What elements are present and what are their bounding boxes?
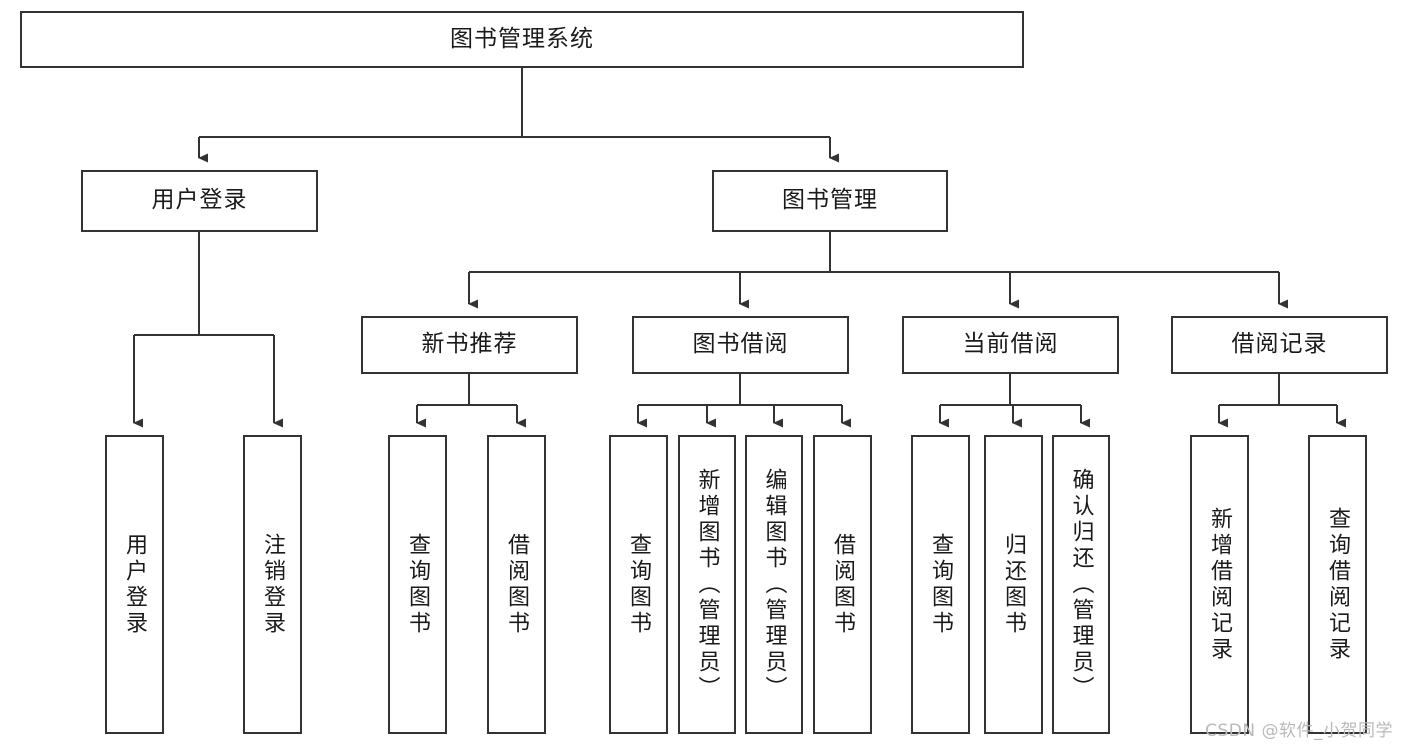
node-label: 新增借阅记录 — [1207, 506, 1233, 663]
node-new-book-recommend[interactable]: 新书推荐 — [361, 316, 578, 374]
node-label: 图书管理 — [782, 187, 878, 214]
node-label: 用户登录 — [122, 532, 148, 637]
leaf-borrow-book-2[interactable]: 借阅图书 — [813, 435, 872, 734]
node-label: 归还图书 — [1001, 532, 1027, 637]
leaf-add-borrow-record[interactable]: 新增借阅记录 — [1190, 435, 1249, 734]
node-current-borrow[interactable]: 当前借阅 — [902, 316, 1119, 374]
leaf-borrow-book-1[interactable]: 借阅图书 — [487, 435, 546, 734]
node-label: 用户登录 — [151, 187, 248, 214]
node-label: 注销登录 — [260, 532, 286, 637]
node-label: 新增图书（管理员） — [694, 467, 720, 702]
node-book-manage[interactable]: 图书管理 — [712, 170, 948, 232]
leaf-query-book-2[interactable]: 查询图书 — [609, 435, 668, 734]
node-label: 查询借阅记录 — [1325, 506, 1351, 663]
leaf-add-book[interactable]: 新增图书（管理员） — [678, 435, 736, 734]
node-label: 新书推荐 — [421, 331, 518, 358]
node-label: 查询图书 — [405, 532, 431, 637]
node-borrow-record[interactable]: 借阅记录 — [1171, 316, 1388, 374]
node-label: 图书管理系统 — [450, 25, 594, 52]
leaf-return-book[interactable]: 归还图书 — [984, 435, 1043, 734]
csdn-watermark: CSDN @软件_小贺同学 — [1205, 721, 1393, 741]
leaf-query-book-3[interactable]: 查询图书 — [911, 435, 970, 734]
node-label: 编辑图书（管理员） — [761, 467, 787, 702]
connector-lines — [133, 68, 1346, 428]
node-label: 图书借阅 — [692, 331, 789, 358]
node-label: 当前借阅 — [962, 331, 1059, 358]
node-label: 查询图书 — [928, 532, 954, 637]
leaf-user-login[interactable]: 用户登录 — [105, 435, 164, 734]
leaf-confirm-return[interactable]: 确认归还（管理员） — [1052, 435, 1110, 734]
leaf-query-borrow-record[interactable]: 查询借阅记录 — [1308, 435, 1367, 734]
node-label: 借阅图书 — [830, 532, 856, 637]
leaf-edit-book[interactable]: 编辑图书（管理员） — [745, 435, 803, 734]
node-label: 借阅记录 — [1231, 331, 1328, 358]
leaf-query-book-1[interactable]: 查询图书 — [388, 435, 447, 734]
node-root-system[interactable]: 图书管理系统 — [20, 11, 1024, 68]
leaf-user-logout[interactable]: 注销登录 — [243, 435, 302, 734]
node-user-login[interactable]: 用户登录 — [81, 170, 318, 232]
node-label: 查询图书 — [626, 532, 652, 637]
node-label: 确认归还（管理员） — [1068, 467, 1094, 702]
node-book-borrow[interactable]: 图书借阅 — [632, 316, 849, 374]
node-label: 借阅图书 — [504, 532, 530, 637]
